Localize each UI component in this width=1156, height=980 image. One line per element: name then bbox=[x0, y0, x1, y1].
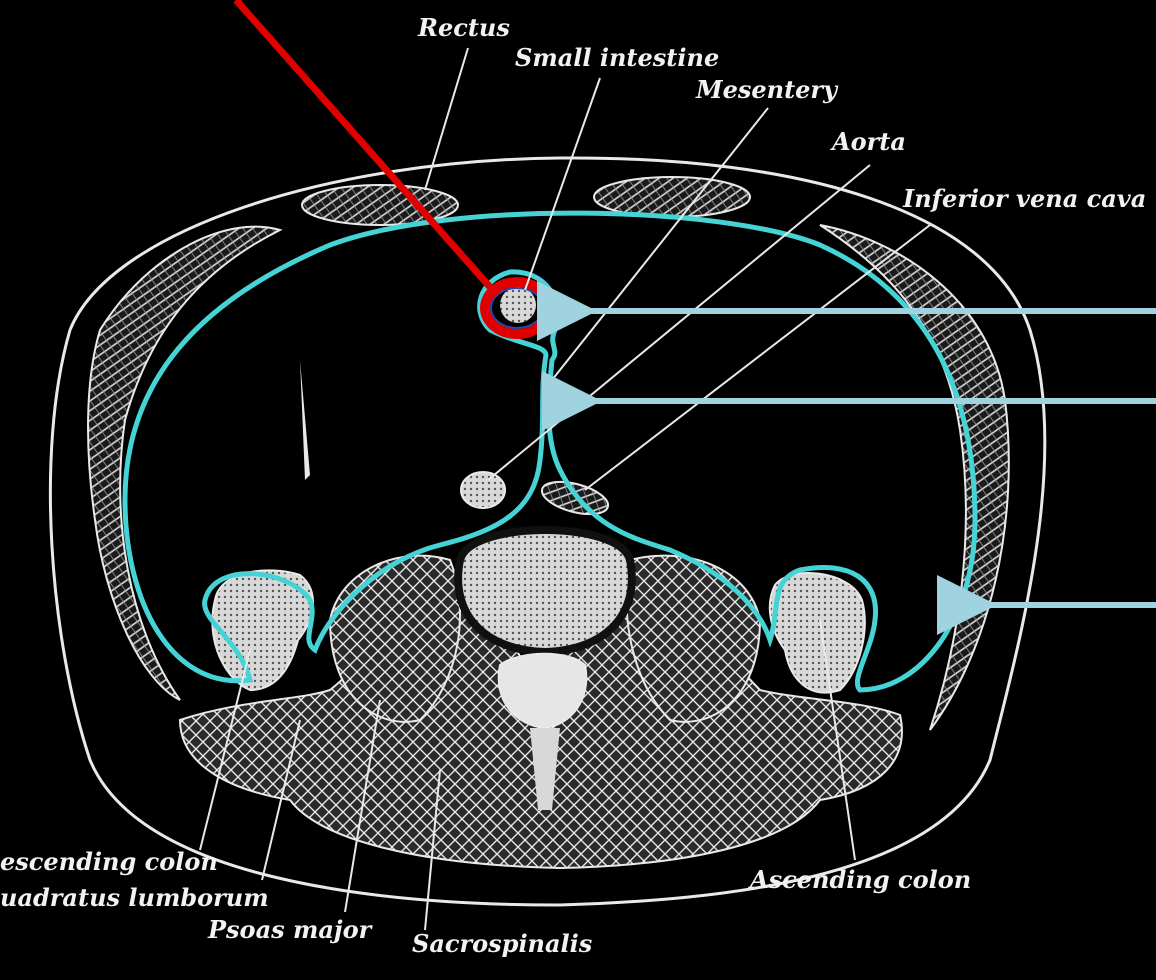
label-descending-colon: escending colon bbox=[0, 847, 218, 876]
label-aorta: Aorta bbox=[830, 127, 906, 156]
rectus-right bbox=[594, 177, 750, 217]
red-pointer-line bbox=[236, 0, 497, 295]
ascending-colon-shape bbox=[770, 573, 865, 693]
label-inferior-vena-cava: Inferior vena cava bbox=[902, 184, 1146, 213]
internal-streak bbox=[300, 360, 310, 480]
label-small-intestine: Small intestine bbox=[515, 43, 719, 72]
leader-rectus bbox=[425, 48, 468, 190]
small-intestine-section bbox=[500, 287, 536, 323]
label-psoas-major: Psoas major bbox=[207, 915, 374, 944]
label-rectus: Rectus bbox=[417, 13, 510, 42]
label-sacrospinalis: Sacrospinalis bbox=[412, 929, 593, 958]
leader-small-intestine bbox=[525, 78, 600, 290]
label-quadratus-lumborum: uadratus lumborum bbox=[0, 883, 269, 912]
label-ascending-colon: Ascending colon bbox=[748, 865, 971, 894]
vertebral-body bbox=[458, 530, 632, 652]
label-mesentery: Mesentery bbox=[695, 75, 839, 104]
aorta-vessel bbox=[461, 472, 505, 508]
